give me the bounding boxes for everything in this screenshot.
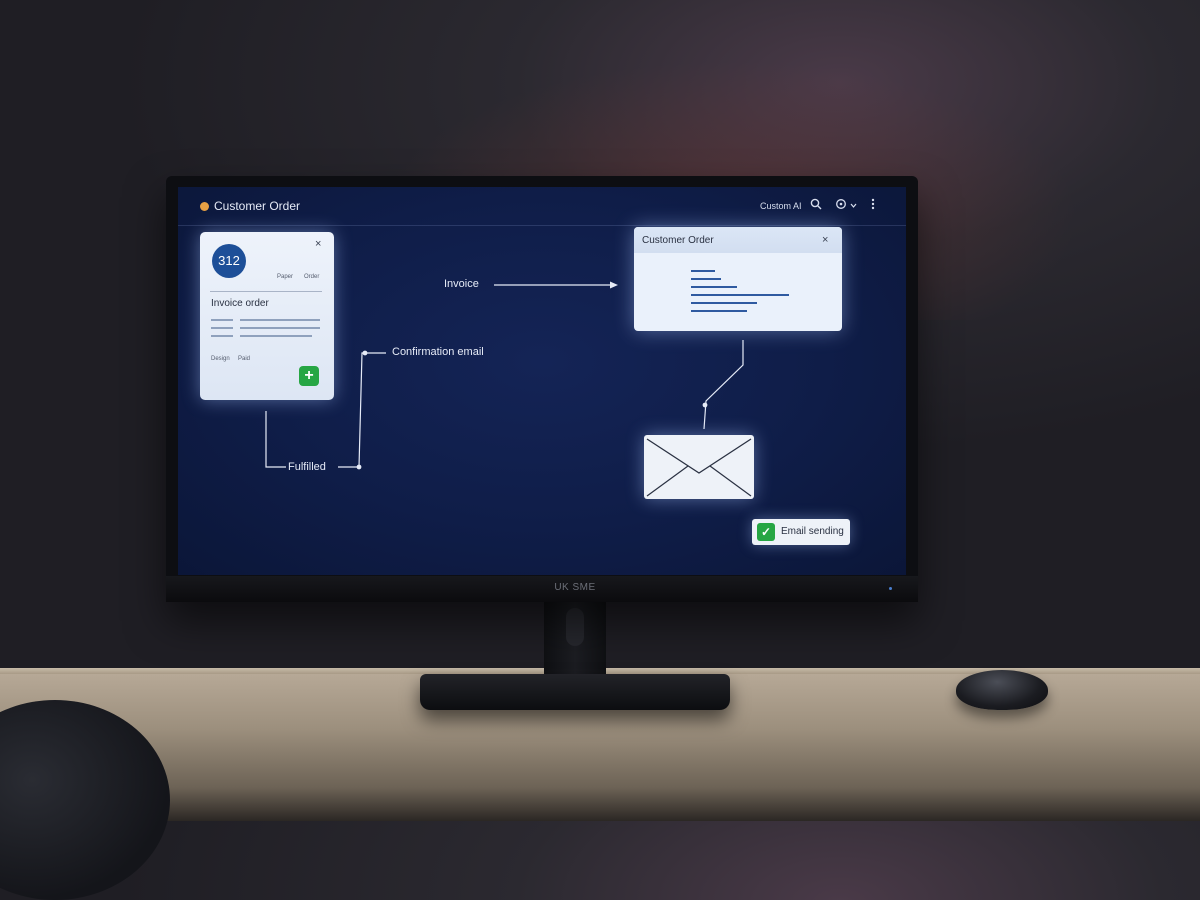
document-line (691, 278, 721, 280)
order-meta-item: Order (304, 274, 320, 280)
order-number-badge: 312 (212, 244, 246, 278)
monitor-stand-cable-slot (566, 608, 584, 646)
document-line (691, 302, 757, 304)
connector-node (702, 402, 708, 408)
computer-mouse[interactable] (956, 670, 1048, 710)
window-to-envelope-connector (703, 340, 744, 430)
order-card-heading: Invoice order (211, 298, 269, 309)
divider (210, 291, 322, 292)
refresh-icon[interactable] (835, 198, 847, 213)
invoice-arrow-head (610, 281, 618, 289)
email-envelope-icon (644, 435, 754, 499)
close-icon[interactable]: × (315, 238, 322, 250)
search-icon[interactable] (810, 198, 822, 213)
text-line-placeholder (240, 319, 320, 321)
window-titlebar: Customer Order × (634, 227, 842, 253)
order-card[interactable]: 312 × Paper Order Invoice order Design P… (200, 232, 334, 400)
power-led-icon (889, 587, 892, 590)
document-line (691, 310, 747, 312)
text-line-placeholder (211, 335, 233, 337)
monitor-brand-label: UK SME (554, 582, 596, 593)
customer-order-window[interactable]: Customer Order × (634, 227, 842, 331)
close-icon[interactable]: × (822, 234, 829, 246)
confirmation-email-label: Confirmation email (392, 346, 484, 358)
text-line-placeholder (211, 319, 233, 321)
app-logo-icon (200, 202, 209, 211)
connector-node (362, 350, 368, 356)
monitor-stand-base (420, 674, 730, 710)
invoice-label: Invoice (444, 278, 479, 290)
window-title: Customer Order (642, 235, 714, 246)
text-line-placeholder (240, 327, 320, 329)
app-title: Customer Order (214, 199, 301, 213)
fulfilled-label: Fulfilled (288, 461, 326, 473)
app-topbar: Customer Order Custom AI (178, 187, 906, 226)
screen: Customer Order Custom AI 312 × Paper Ord… (178, 187, 906, 575)
more-vertical-icon[interactable] (871, 198, 875, 213)
check-icon: ✓ (757, 523, 775, 541)
add-button[interactable]: + (299, 366, 319, 386)
document-line (691, 294, 789, 296)
connector-node (356, 464, 362, 470)
monitor-bottom-bezel (166, 576, 918, 602)
fulfilled-connector-left (265, 411, 286, 468)
order-meta-item: Paper (277, 274, 294, 280)
flow-connectors (265, 281, 744, 470)
document-line (691, 270, 715, 272)
order-footer-item: Design (211, 356, 230, 362)
text-line-placeholder (211, 327, 233, 329)
email-status-badge: ✓ Email sending (752, 519, 850, 545)
account-menu[interactable]: Custom AI (760, 201, 802, 211)
text-line-placeholder (240, 335, 312, 337)
chevron-down-icon[interactable] (850, 198, 857, 212)
document-line (691, 286, 737, 288)
order-footer-item: Paid (238, 356, 251, 362)
status-text: Email sending (781, 526, 844, 537)
confirmation-connector (338, 352, 386, 468)
